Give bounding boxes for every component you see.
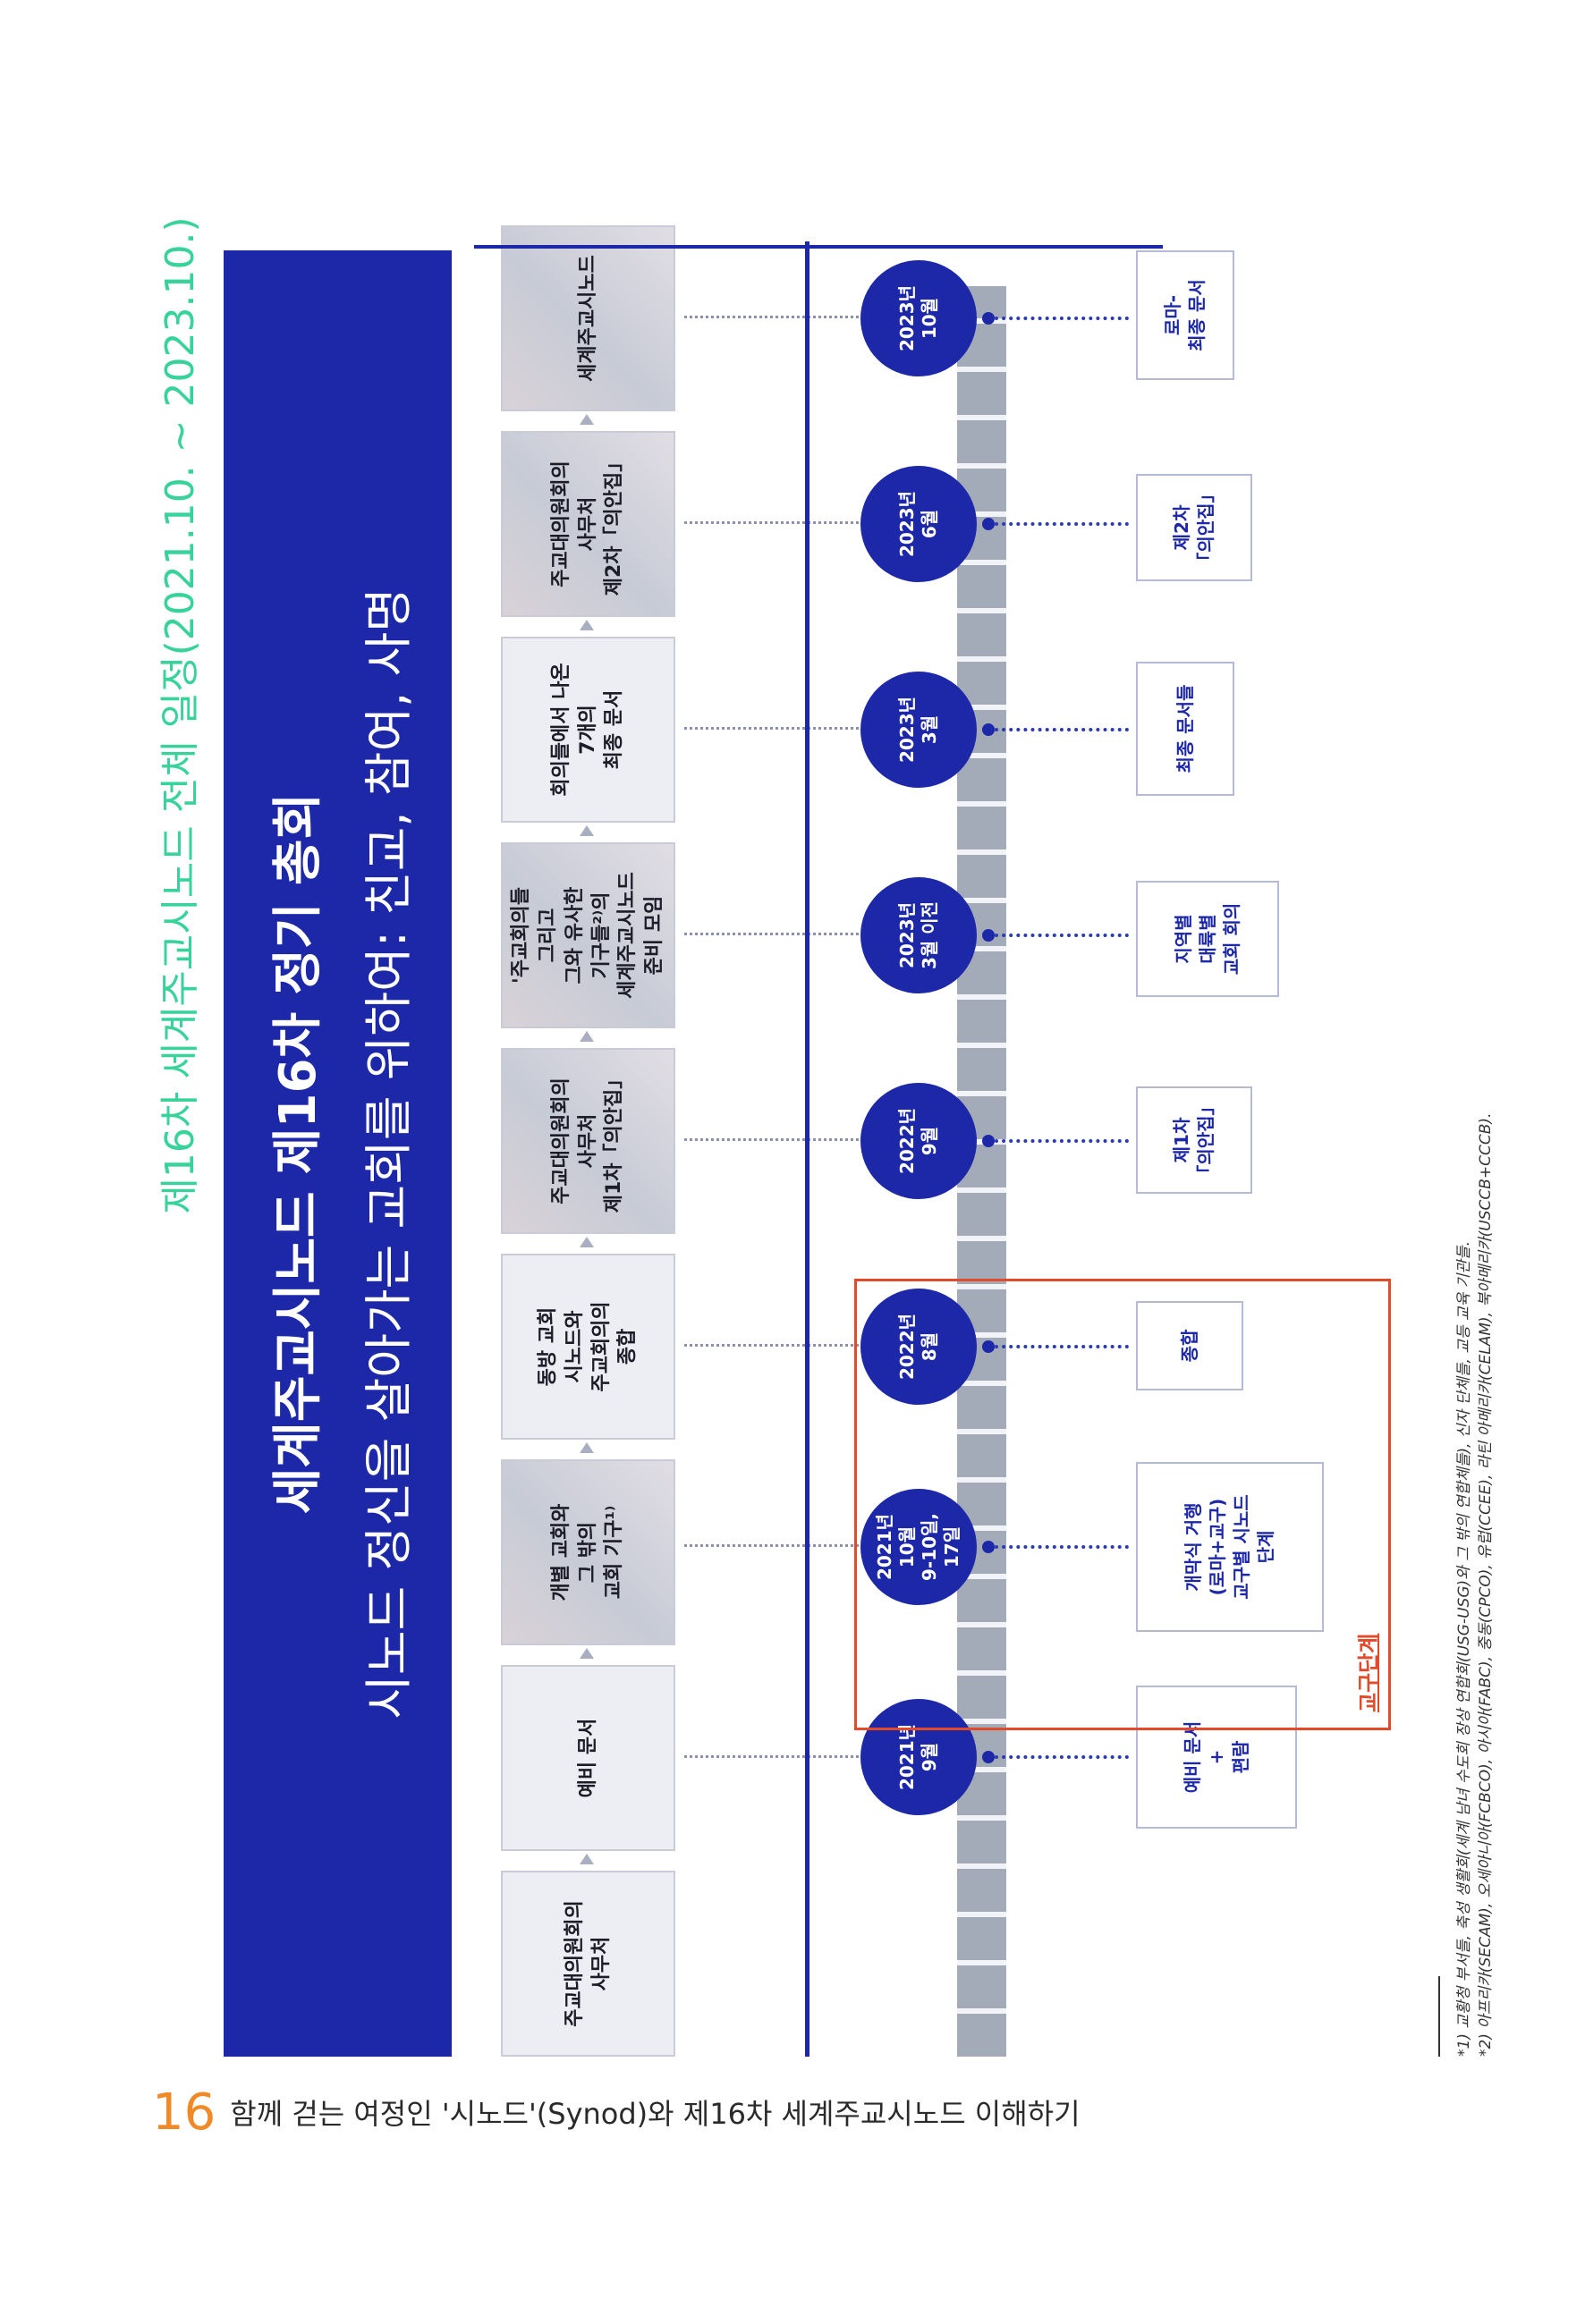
footnote-1: *1) 교황청 부서들, 축성 생활회(세계 남녀 수도회 장상 연합회(USG… xyxy=(1455,1240,1473,2057)
diocesan-stage-frame xyxy=(854,1279,1391,1730)
banner-subtitle: 시노드 정신을 살아가는 교회를 위하여: 친교, 참여, 사명 xyxy=(360,587,417,1720)
arrow-right-icon xyxy=(580,1237,594,1247)
arrow-right-icon xyxy=(580,620,594,630)
timeline-dot xyxy=(982,312,995,325)
connector-line xyxy=(684,1755,859,1758)
stage-card-eastern-synods: 동방 교회 시노드와 주교회의의 종합 xyxy=(501,1254,675,1440)
output-box-final-documents: 최종 문서들 xyxy=(1136,662,1234,796)
stage-card-preparatory-document: 예비 문서 xyxy=(501,1665,675,1851)
arrow-right-icon xyxy=(580,1031,594,1042)
connector-line xyxy=(684,1544,859,1547)
stage-card-final-documents: 회의들에서 나온 7개의 최종 문서 xyxy=(501,637,675,823)
output-connector xyxy=(995,934,1129,937)
arrow-right-icon xyxy=(580,825,594,836)
footnote-2: *2) 아프리카(SECAM), 오세아니아(FCBCO), 아시아(FABC)… xyxy=(1477,1112,1495,2057)
footnote-divider xyxy=(1438,1976,1440,2057)
output-connector xyxy=(995,1139,1129,1143)
date-circle-2023-10: 2023년 10월 xyxy=(860,260,977,376)
footer-text: 함께 걷는 여정인 '시노드'(Synod)와 제16차 세계주교시노드 이해하… xyxy=(230,2097,1081,2131)
timeline-dot xyxy=(982,929,995,942)
page-number: 16 xyxy=(152,2083,216,2142)
connector-line xyxy=(684,521,859,524)
date-circle-2023-06: 2023년 6월 xyxy=(860,466,977,582)
connector-line xyxy=(684,1344,859,1347)
connector-line xyxy=(684,933,859,935)
stage-card-synod-assembly: 세계주교시노드 xyxy=(501,225,675,411)
timeline-dot xyxy=(982,1135,995,1147)
title-banner: 세계주교시노드 제16차 정기 총회 시노드 정신을 살아가는 교회를 위하여:… xyxy=(224,250,452,2057)
stage-card-first-instrumentum: 주교대의원회의 사무처 제1차「의안집」 xyxy=(501,1048,675,1234)
arrow-right-icon xyxy=(580,1442,594,1453)
connector-line xyxy=(684,1138,859,1141)
diocesan-stage-label: 교구단계 xyxy=(1356,1633,1381,1712)
date-circle-2023-03: 2023년 3월 xyxy=(860,672,977,788)
connector-line xyxy=(684,316,859,318)
stage-card-secretariat: 주교대의원회의 사무처 xyxy=(501,1871,675,2057)
page-footer: 16 함께 걷는 여정인 '시노드'(Synod)와 제16차 세계주교시노드 이… xyxy=(152,2083,1081,2142)
date-circle-2023-before-03: 2023년 3월 이전 xyxy=(860,877,977,993)
date-circle-2022-09: 2022년 9월 xyxy=(860,1083,977,1199)
timeline-dot xyxy=(982,518,995,530)
side-title: 제16차 세계주교시노드 전체 일정(2021.10. ~ 2023.10.) xyxy=(157,216,203,1214)
output-connector xyxy=(995,317,1129,320)
output-connector xyxy=(995,1755,1129,1759)
arrow-right-icon xyxy=(580,414,594,425)
arrow-right-icon xyxy=(580,1648,594,1659)
stage-card-continental-meetings: '주교회의들 그리고 그와 유사한 기구들²⁾의 세계주교시노드 준비 모임 xyxy=(501,842,675,1028)
stage-card-local-churches: 개별 교회와 그 밖의 교회 기구¹⁾ xyxy=(501,1459,675,1645)
arrow-right-icon xyxy=(580,1854,594,1864)
timeline-dot xyxy=(982,1751,995,1763)
connector-line xyxy=(684,727,859,730)
stage-card-second-instrumentum: 주교대의원회의 사무처 제2차「의안집」 xyxy=(501,431,675,617)
synod-timeline-diagram: 세계주교시노드 제16차 정기 총회 시노드 정신을 살아가는 교회를 위하여:… xyxy=(224,225,1495,2057)
timeline-end-line xyxy=(474,245,1163,249)
output-box-continental: 지역별 대륙별 교회 회의 xyxy=(1136,881,1279,997)
output-box-first-instrumentum: 제1차 「의안집」 xyxy=(1136,1086,1252,1194)
output-box-second-instrumentum: 제2차 「의안집」 xyxy=(1136,474,1252,581)
timeline-divider xyxy=(805,241,809,2057)
output-connector xyxy=(995,728,1129,731)
output-box-final-document: 로마- 최종 문서 xyxy=(1136,250,1234,380)
output-connector xyxy=(995,522,1129,526)
banner-title: 세계주교시노드 제16차 정기 총회 xyxy=(269,792,327,1515)
timeline-dot xyxy=(982,723,995,736)
